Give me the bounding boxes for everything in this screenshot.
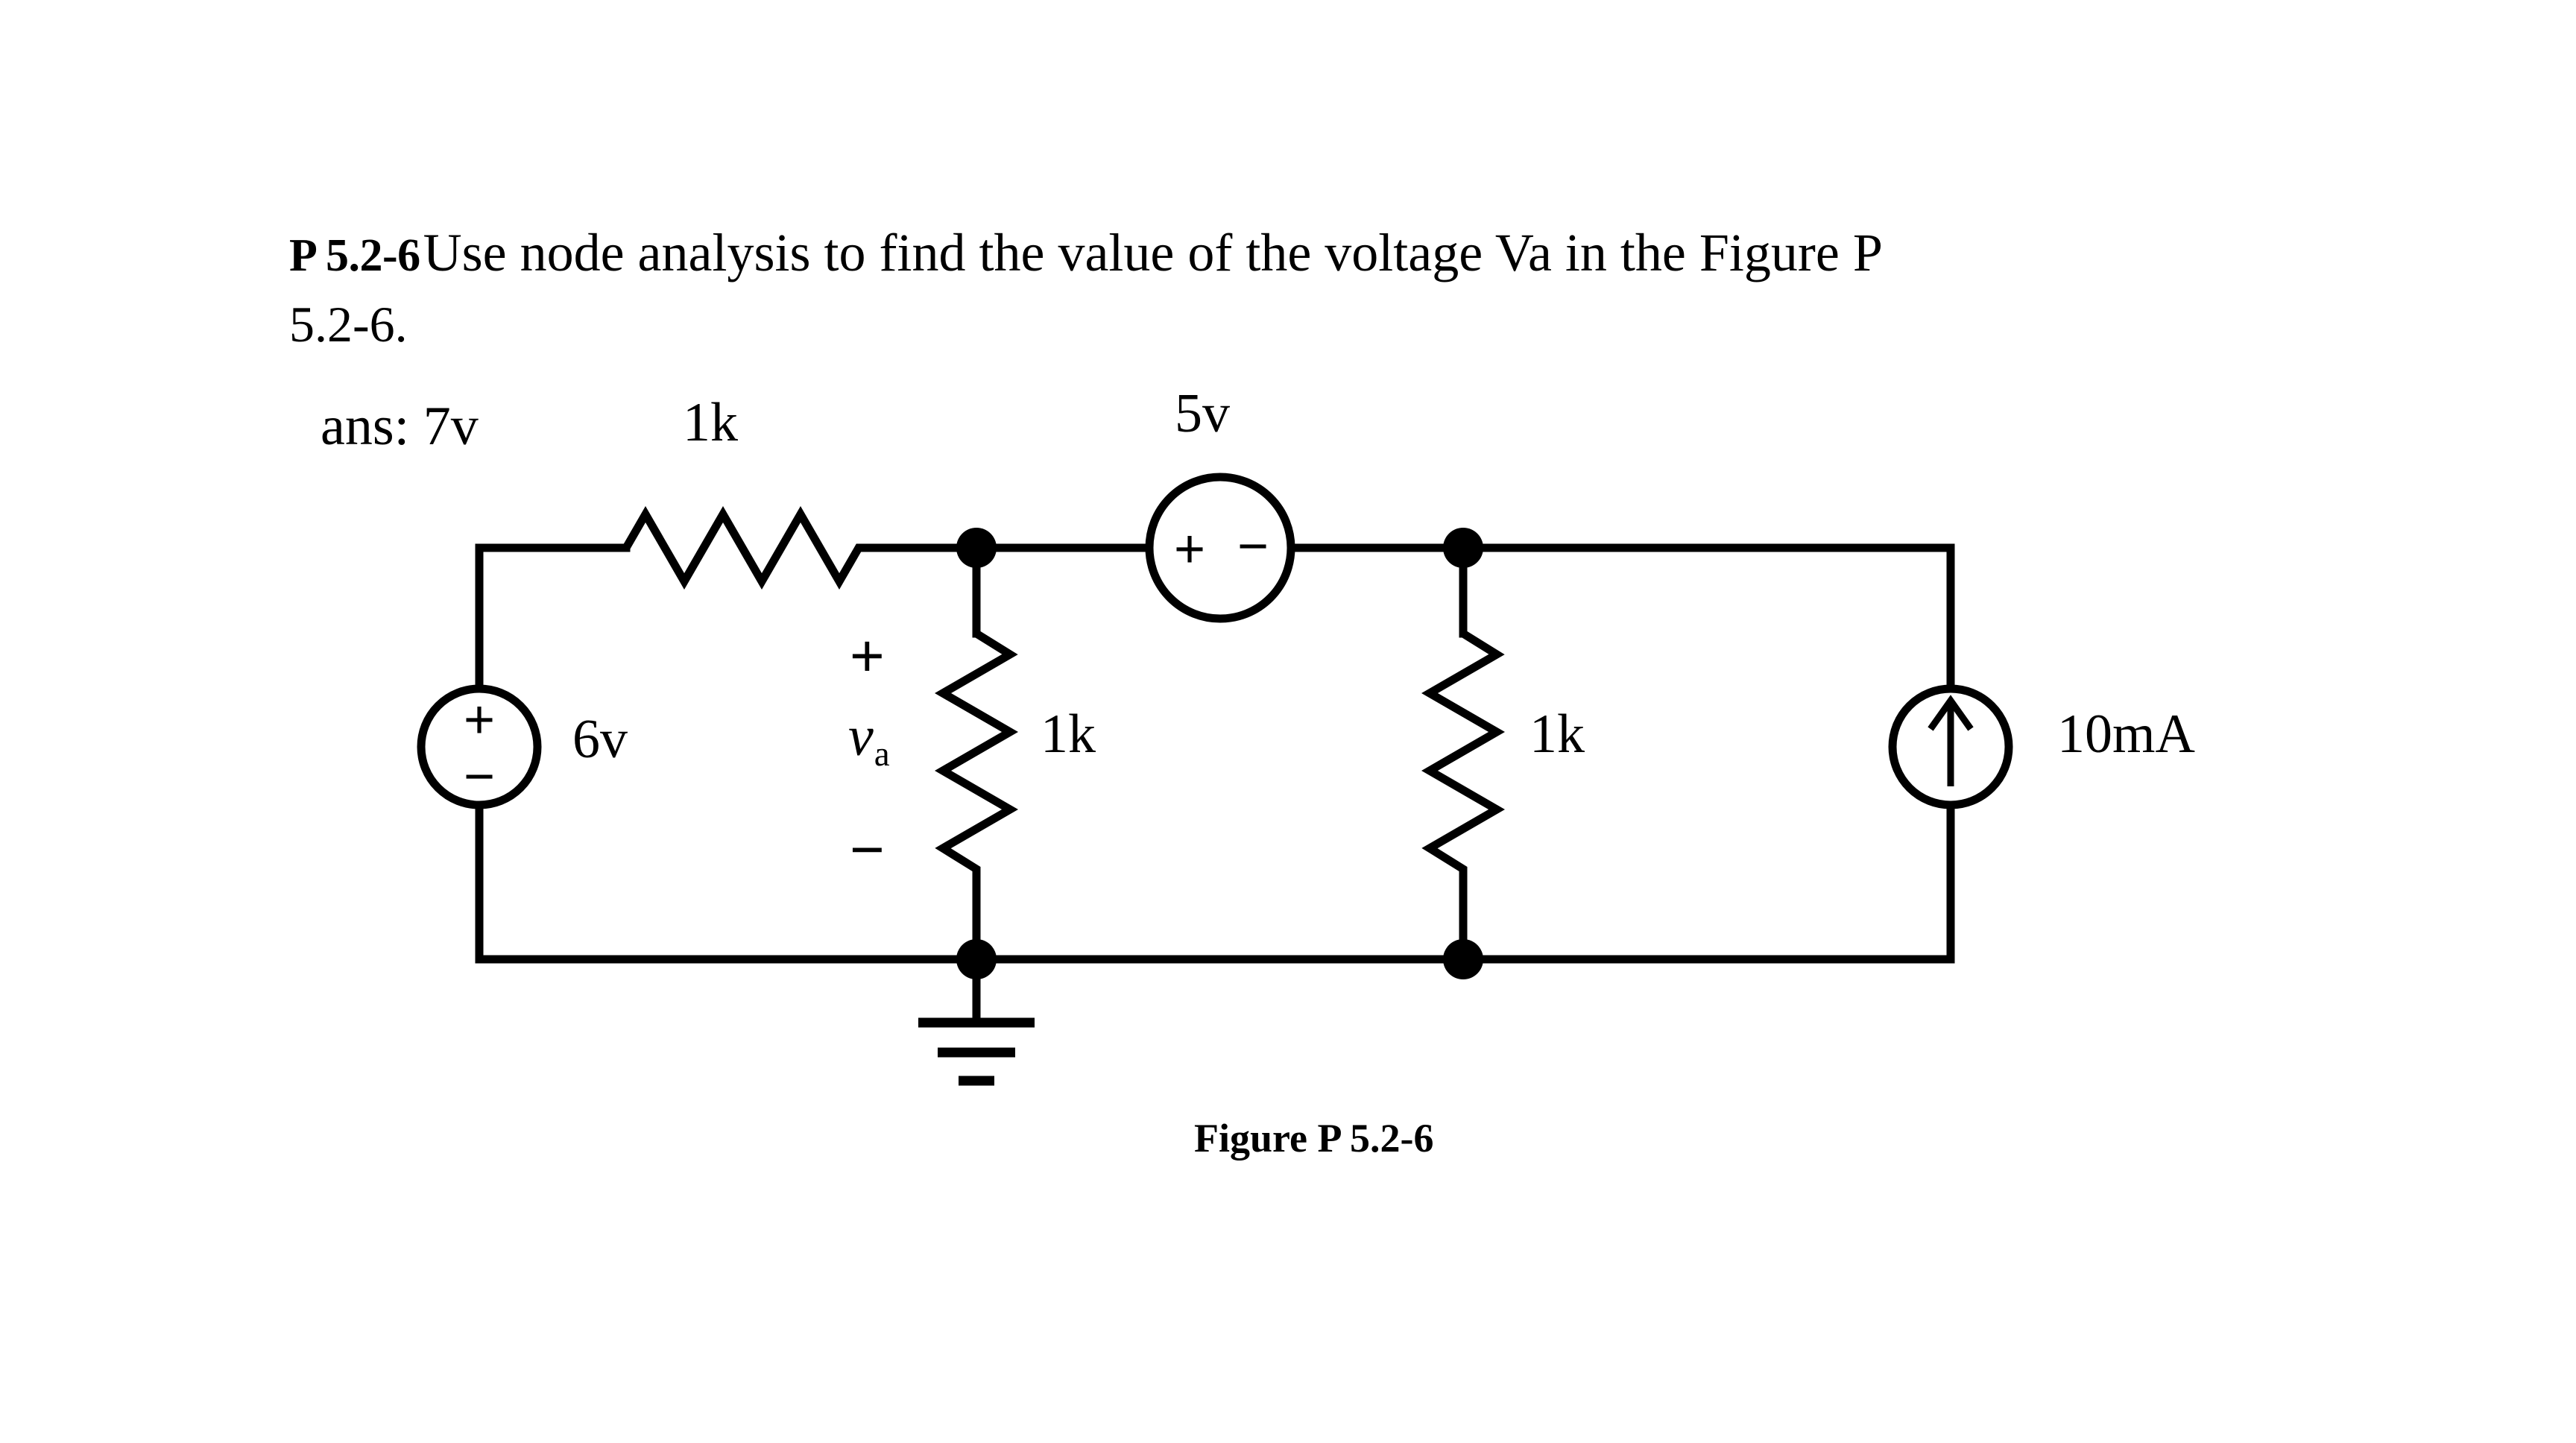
va-symbol: v	[848, 705, 874, 768]
source-v1-label: 6v	[572, 709, 628, 770]
node-dot-a-top	[956, 528, 997, 568]
va-voltage-label: va	[848, 708, 890, 772]
problem-statement-line2: 5.2-6.	[289, 296, 408, 353]
resistor-r3-symbol	[1421, 630, 1505, 959]
va-subscript: a	[874, 735, 890, 774]
source-v1-plus-icon: +	[464, 690, 495, 750]
resistor-r3-label: 1k	[1530, 704, 1585, 765]
source-v2-minus-icon: −	[1237, 517, 1269, 576]
resistor-r2-label: 1k	[1041, 704, 1096, 765]
source-i1-label: 10mA	[2057, 704, 2195, 765]
problem-id: P 5.2-6	[289, 230, 420, 281]
node-dot-b-bottom	[1443, 939, 1483, 979]
problem-statement-line1: Use node analysis to find the value of t…	[423, 223, 1883, 282]
resistor-r1-label: 1k	[683, 392, 738, 453]
node-dot-a-bottom	[956, 939, 997, 979]
source-v2-circle	[1145, 473, 1295, 623]
source-v1-minus-icon: −	[464, 747, 495, 806]
va-plus-sign: +	[850, 622, 885, 689]
resistor-r2-symbol	[935, 630, 1018, 959]
node-dot-b-top	[1443, 528, 1483, 568]
va-minus-sign: −	[850, 816, 885, 882]
source-i1-arrow-head-icon	[1928, 695, 1974, 731]
resistor-r1-symbol	[622, 506, 976, 590]
problem-statement: P 5.2-6 Use node analysis to find the va…	[289, 221, 2227, 286]
answer-label: ans: 7v	[321, 396, 479, 457]
source-v2-label: 5v	[1175, 383, 1230, 444]
source-v2-plus-icon: +	[1174, 520, 1205, 579]
figure-caption: Figure P 5.2-6	[1194, 1116, 1434, 1161]
